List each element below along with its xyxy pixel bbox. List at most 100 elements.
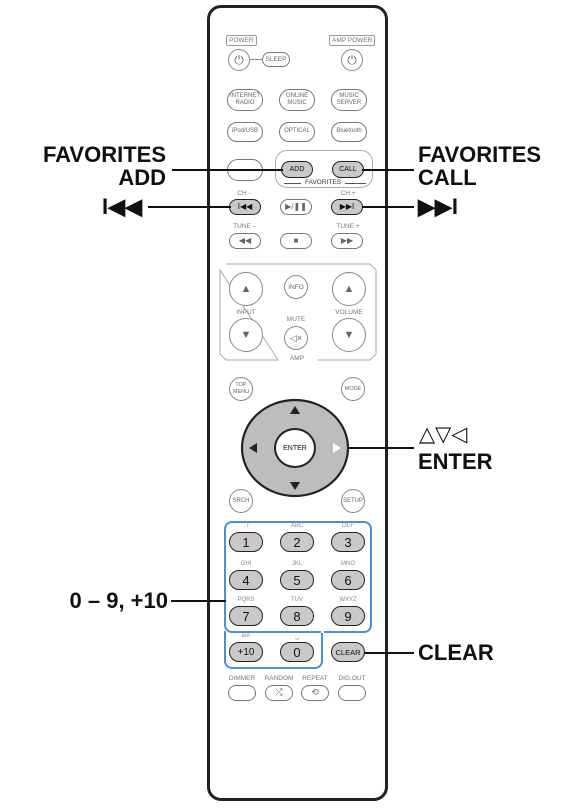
random-label: RANDOM bbox=[264, 675, 294, 682]
power-button[interactable]: ⏻ bbox=[228, 49, 250, 71]
favorites-add-callout-line bbox=[172, 169, 283, 171]
favorites-label: FAVORITES bbox=[301, 179, 345, 186]
keypad-frame-joint bbox=[321, 631, 324, 633]
cursor-right-button[interactable] bbox=[333, 443, 341, 453]
fast-forward-button[interactable]: ▶▶ bbox=[331, 233, 363, 249]
favorites-call-button[interactable]: CALL bbox=[332, 161, 364, 178]
dig-out-button[interactable] bbox=[338, 685, 366, 701]
key-7-letters: PQRS bbox=[237, 597, 255, 603]
random-button[interactable]: ⤮ bbox=[265, 685, 293, 701]
amp-power-button[interactable]: ⏻ bbox=[341, 49, 363, 71]
clear-button[interactable]: CLEAR bbox=[331, 642, 365, 662]
rewind-icon: ◀◀ bbox=[238, 236, 252, 246]
dig-out-label: DIG.OUT bbox=[338, 675, 366, 682]
amp-power-label: AMP POWER bbox=[329, 35, 376, 46]
next-button[interactable]: ▶▶I bbox=[331, 199, 363, 215]
internet-radio-button[interactable]: INTERNET RADIO bbox=[227, 89, 263, 111]
repeat-icon: ⟲ bbox=[311, 687, 319, 698]
favorites-add-callout: FAVORITES ADD bbox=[43, 143, 166, 189]
key-plus10-button[interactable]: +10 bbox=[229, 642, 263, 662]
input-down-button[interactable]: ▼ bbox=[229, 318, 263, 352]
triangle-up-icon: ▲ bbox=[240, 282, 252, 295]
play-pause-button[interactable]: ▶/❚❚ bbox=[280, 199, 312, 215]
volume-up-button[interactable]: ▲ bbox=[332, 272, 366, 306]
search-button[interactable]: SRCH bbox=[229, 489, 253, 513]
cursor-up-button[interactable] bbox=[290, 406, 300, 414]
amp-label: AMP bbox=[289, 355, 305, 362]
cursor-left-button[interactable] bbox=[249, 443, 257, 453]
shuffle-icon: ⤮ bbox=[275, 687, 283, 698]
power-icon: ⏻ bbox=[347, 52, 357, 67]
key-3-button[interactable]: 3 bbox=[331, 532, 365, 552]
stop-button[interactable]: ■ bbox=[280, 233, 312, 249]
next-callout-line bbox=[362, 206, 414, 208]
stop-icon: ■ bbox=[293, 236, 299, 246]
online-music-button[interactable]: ONLINE MUSIC bbox=[279, 89, 315, 111]
previous-callout: I◀◀ bbox=[102, 194, 142, 219]
key-5-letters: JKL bbox=[291, 561, 303, 567]
triangle-down-icon: ▼ bbox=[343, 328, 355, 341]
key-0-letters: ␣ bbox=[295, 634, 299, 640]
keypad-frame-bottom bbox=[224, 631, 323, 669]
skip-forward-icon: ▶▶I bbox=[339, 202, 355, 212]
key-3-letters: DEF bbox=[342, 523, 354, 529]
cursor-callout-line bbox=[348, 447, 414, 449]
bluetooth-button[interactable]: Bluetooth bbox=[331, 122, 367, 142]
cursor-callout: △▽◁ bbox=[419, 423, 468, 446]
tune-plus-label: TUNE + bbox=[336, 223, 360, 230]
favorites-add-callout-line2: ADD bbox=[118, 165, 166, 190]
clear-callout-line bbox=[364, 652, 414, 654]
repeat-button[interactable]: ⟲ bbox=[301, 685, 329, 701]
power-label: POWER bbox=[226, 35, 257, 46]
numbers-callout-line bbox=[171, 600, 226, 602]
key-5-button[interactable]: 5 bbox=[280, 570, 314, 590]
tune-minus-label: TUNE - bbox=[233, 223, 255, 230]
volume-down-button[interactable]: ▼ bbox=[332, 318, 366, 352]
enter-callout: ENTER bbox=[418, 449, 493, 474]
clear-callout: CLEAR bbox=[418, 640, 494, 665]
key-1-button[interactable]: 1 bbox=[229, 532, 263, 552]
key-0-button[interactable]: 0 bbox=[280, 642, 314, 662]
optical-button[interactable]: OPTICAL bbox=[279, 122, 315, 142]
play-pause-icon: ▶/❚❚ bbox=[285, 202, 307, 212]
key-9-button[interactable]: 9 bbox=[331, 606, 365, 626]
favorites-add-button[interactable]: ADD bbox=[281, 161, 313, 178]
previous-button[interactable]: I◀◀ bbox=[229, 199, 261, 215]
key-6-letters: MNO bbox=[341, 561, 355, 567]
favorites-call-callout-line1: FAVORITES bbox=[418, 142, 542, 167]
key-9-letters: WXYZ bbox=[339, 597, 357, 603]
key-7-button[interactable]: 7 bbox=[229, 606, 263, 626]
setup-button[interactable]: SETUP bbox=[341, 489, 365, 513]
key-4-button[interactable]: 4 bbox=[229, 570, 263, 590]
mute-icon: ◁× bbox=[289, 332, 303, 343]
triangle-down-icon: ▼ bbox=[240, 328, 252, 341]
key-8-letters: TUV bbox=[291, 597, 303, 603]
keypad-frame bbox=[224, 521, 372, 633]
next-callout: ▶▶I bbox=[418, 194, 458, 219]
mute-button[interactable]: ◁× bbox=[284, 326, 308, 350]
key-2-button[interactable]: 2 bbox=[280, 532, 314, 552]
input-up-button[interactable]: ▲ bbox=[229, 272, 263, 306]
ch-plus-label: CH + bbox=[340, 190, 356, 197]
enter-button[interactable]: ENTER bbox=[274, 428, 316, 468]
favorites-add-callout-line1: FAVORITES bbox=[42, 142, 166, 167]
ipod-usb-button[interactable]: iPod/USB bbox=[227, 122, 263, 142]
music-server-button[interactable]: MUSIC SERVER bbox=[331, 89, 367, 111]
mute-label: MUTE bbox=[286, 316, 306, 323]
mode-button[interactable]: MODE bbox=[341, 377, 365, 401]
key-6-button[interactable]: 6 bbox=[331, 570, 365, 590]
rewind-button[interactable]: ◀◀ bbox=[229, 233, 261, 249]
fast-forward-icon: ▶▶ bbox=[340, 236, 354, 246]
top-menu-button[interactable]: TOP MENU bbox=[229, 377, 253, 401]
cursor-down-button[interactable] bbox=[290, 482, 300, 490]
dimmer-label: DIMMER bbox=[228, 675, 256, 682]
ch-minus-label: CH - bbox=[237, 190, 251, 197]
info-button[interactable]: INFO bbox=[284, 275, 308, 299]
key-2-letters: ABC bbox=[290, 523, 304, 529]
dimmer-button[interactable] bbox=[228, 685, 256, 701]
sleep-button[interactable]: SLEEP bbox=[262, 52, 290, 67]
key-8-button[interactable]: 8 bbox=[280, 606, 314, 626]
favorites-call-callout-line2: CALL bbox=[418, 165, 477, 190]
triangle-up-icon: ▲ bbox=[343, 282, 355, 295]
previous-callout-line bbox=[148, 206, 231, 208]
